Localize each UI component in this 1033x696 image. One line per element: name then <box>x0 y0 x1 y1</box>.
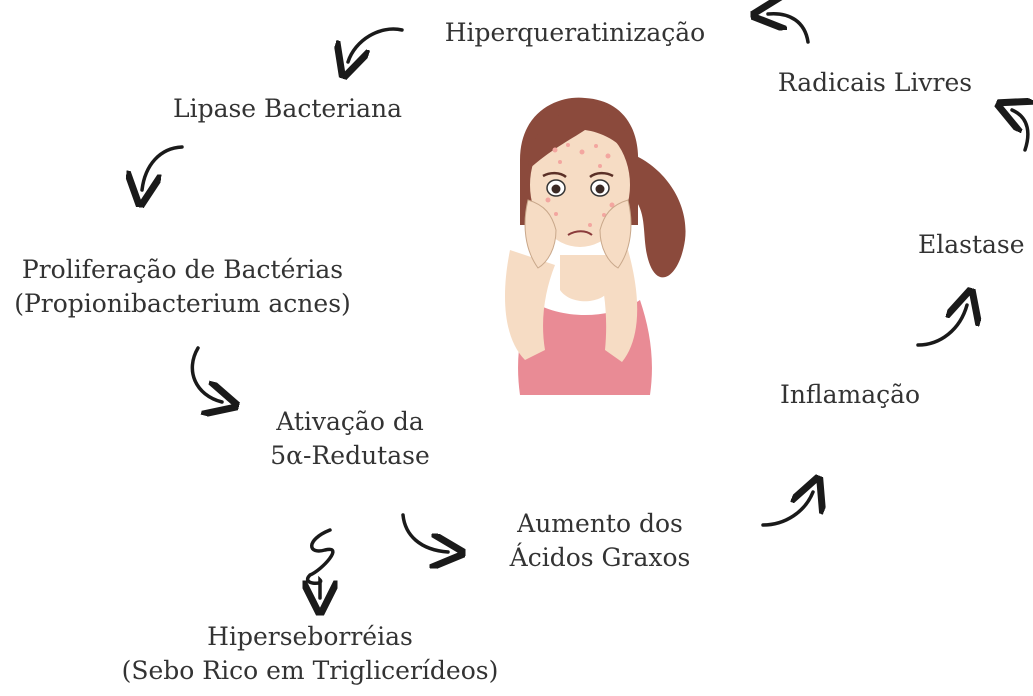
label-hiperqueratinizacao: Hiperqueratinização <box>440 16 710 50</box>
label-radicais-livres: Radicais Livres <box>775 66 975 100</box>
label-hiperseborreias: Hiperseborréias (Sebo Rico em Triglicerí… <box>110 620 510 688</box>
label-elastase: Elastase <box>918 228 1033 262</box>
label-aumento-acidos-graxos: Aumento dos Ácidos Graxos <box>495 507 705 575</box>
label-inflamacao: Inflamação <box>775 378 925 412</box>
label-ativacao-5a-redutase: Ativação da 5α-Redutase <box>260 405 440 473</box>
label-lipase-bacteriana: Lipase Bacteriana <box>170 92 405 126</box>
label-proliferacao-bacterias: Proliferação de Bactérias (Propionibacte… <box>0 253 365 321</box>
